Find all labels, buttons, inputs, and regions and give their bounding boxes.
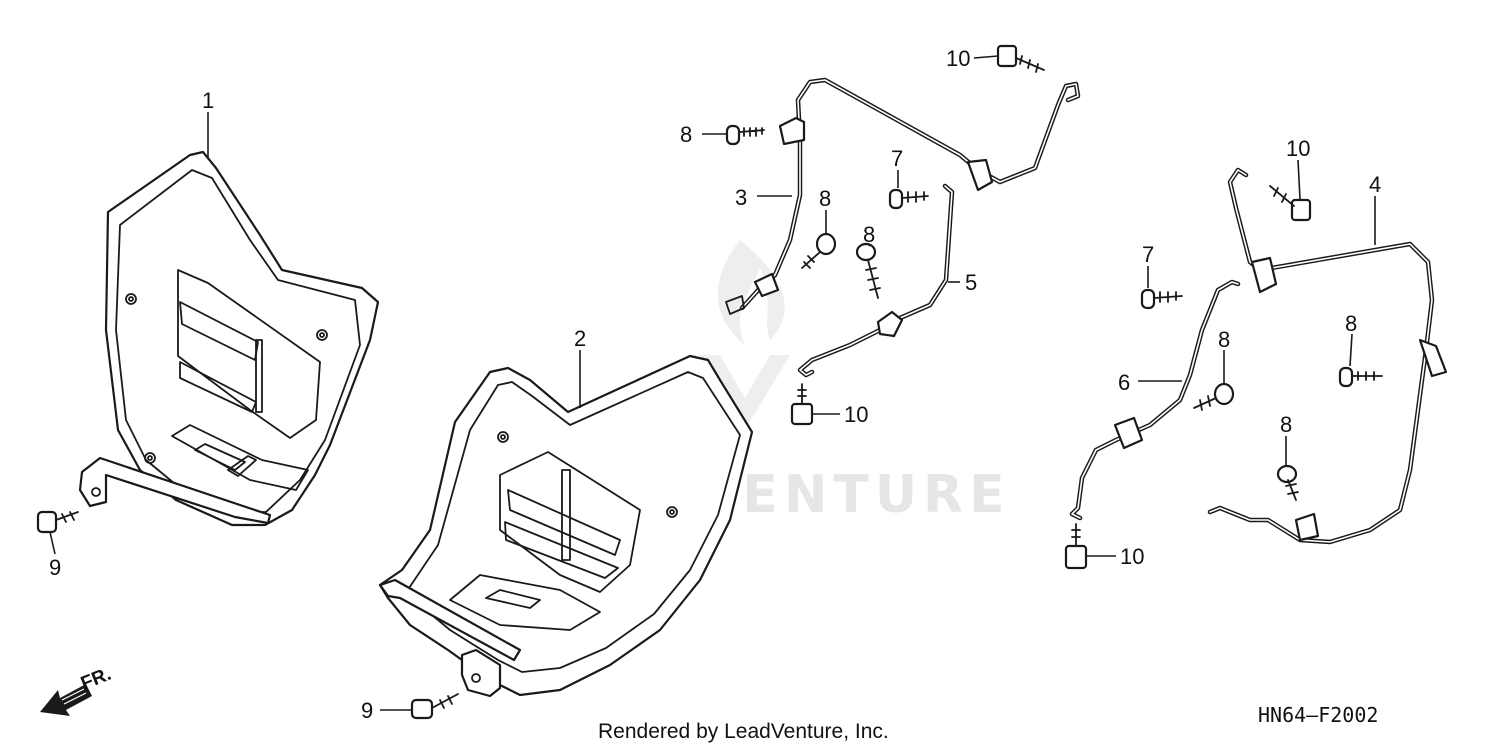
bolt-10-d[interactable] [1064,523,1088,570]
bolt-7-a[interactable] [888,188,929,210]
bolt-8-c[interactable] [855,242,881,299]
bolt-10-c[interactable] [1269,185,1312,222]
bolt-10-a[interactable] [996,44,1045,73]
callout-5: 5 [965,270,977,295]
callout-6: 6 [1118,370,1130,395]
callouts: 1 2 3 4 5 6 7 7 8 8 8 8 8 8 9 9 10 10 10… [49,46,1381,723]
bolt-8-b[interactable] [801,232,837,269]
credit-text: Rendered by LeadVenture, Inc. [598,720,889,743]
callout-8-d: 8 [1218,327,1230,352]
screw-9-a[interactable] [36,510,79,534]
callout-10-a: 10 [946,46,970,71]
callout-4: 4 [1369,172,1381,197]
callout-8-a: 8 [680,122,692,147]
front-direction-arrow: FR. [40,664,114,716]
part-1-cover[interactable] [78,150,380,527]
callout-8-e: 8 [1345,311,1357,336]
bolt-8-a[interactable] [725,124,765,146]
bolt-8-e[interactable] [1338,366,1383,388]
callout-1: 1 [202,88,214,113]
callout-8-f: 8 [1280,412,1292,437]
callout-3: 3 [735,185,747,210]
callout-10-b: 10 [844,402,868,427]
part-6-stay[interactable] [1069,279,1241,521]
callout-8-c: 8 [863,222,875,247]
bolt-8-d[interactable] [1193,382,1235,411]
part-4-stay[interactable] [1207,167,1448,545]
callout-7-b: 7 [1142,242,1154,267]
bolt-10-b[interactable] [790,383,814,426]
callout-9-b: 9 [361,698,373,723]
callout-9-a: 9 [49,555,61,580]
callout-7-a: 7 [891,146,903,171]
leader-lines [49,55,1376,711]
part-2-cover[interactable] [378,354,754,698]
bolt-8-f[interactable] [1276,464,1299,501]
part-3-stay[interactable] [725,77,1081,315]
callout-10-c: 10 [1286,136,1310,161]
direction-label: FR. [78,664,114,695]
diagram-code: HN64—F2002 [1258,703,1378,727]
screw-9-b[interactable] [410,693,459,720]
part-5-stay[interactable] [797,183,955,378]
bolt-7-b[interactable] [1140,288,1183,310]
callout-2: 2 [574,326,586,351]
callout-8-b: 8 [819,186,831,211]
callout-10-d: 10 [1120,544,1144,569]
